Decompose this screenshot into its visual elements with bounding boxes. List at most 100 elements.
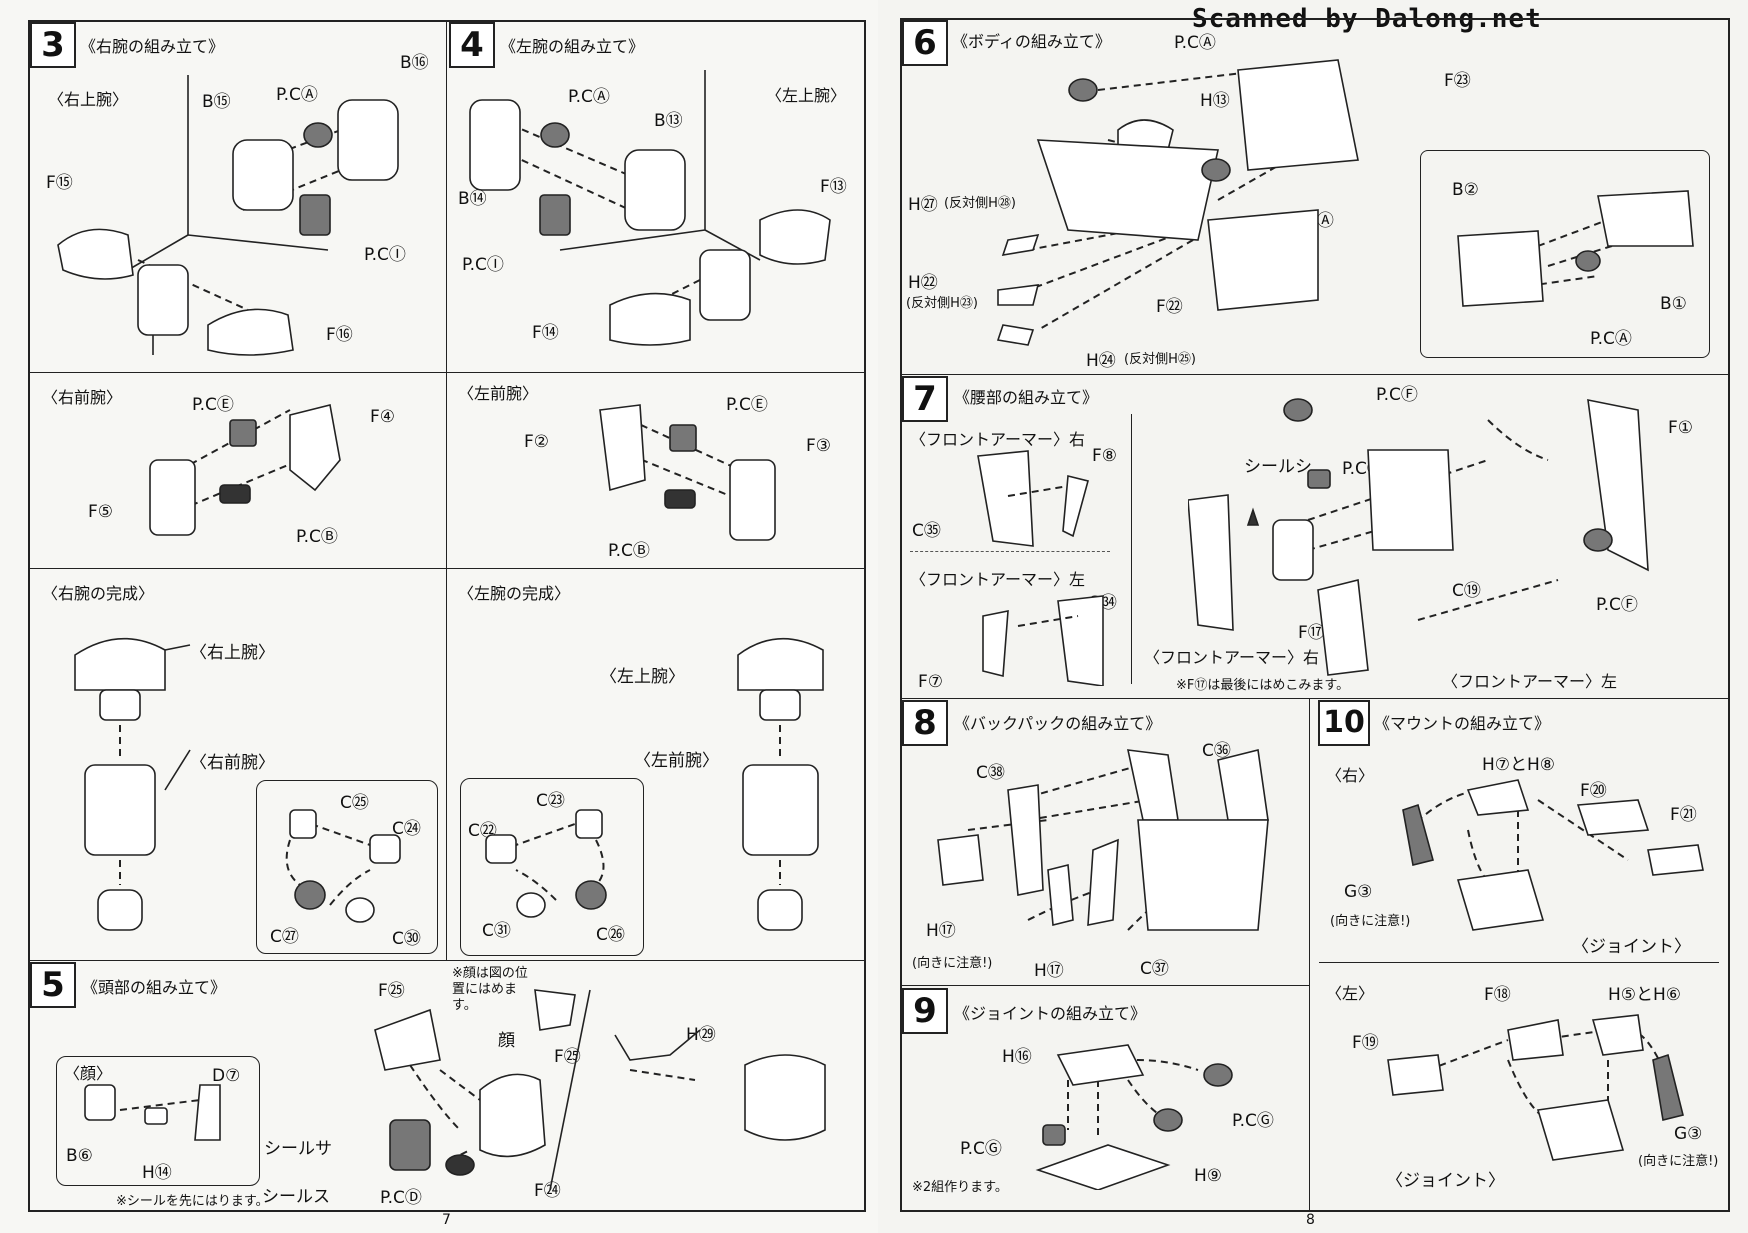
step3-forearm-title: 〈右前腕〉 xyxy=(42,388,123,407)
label-H5-H6: H⑤とH⑥ xyxy=(1608,985,1682,1005)
label-D7: D⑦ xyxy=(212,1066,241,1086)
label-orientation-caution-left: (向きに注意!) xyxy=(1638,1154,1719,1169)
label-F23: F㉓ xyxy=(1444,71,1471,91)
label-seal-sa: シールサ xyxy=(264,1139,332,1159)
step10-left-parts xyxy=(1387,1014,1684,1161)
label-seal-su: シールス xyxy=(262,1187,330,1207)
label-C25: C㉕ xyxy=(340,793,369,813)
front-armor-right-bottom: 〈フロントアーマー〉右 xyxy=(1144,648,1320,667)
label-H7-H8: H⑦とH⑧ xyxy=(1482,755,1556,775)
front-armor-right-title: 〈フロントアーマー〉右 xyxy=(910,430,1086,449)
label-seal-shi: シールシ xyxy=(1244,457,1312,477)
label-PCD: P.CⒹ xyxy=(380,1188,422,1208)
step6-body-illustration xyxy=(996,59,1359,346)
divider-step8-step9 xyxy=(900,985,1310,986)
label-joint-right: 〈ジョイント〉 xyxy=(1572,937,1691,957)
step3-hand-illustration xyxy=(285,809,401,923)
right-page: Scanned by Dalong.net 6 《ボディの組み立て》 P.CⒶ … xyxy=(878,0,1748,1233)
label-B13: B⑬ xyxy=(654,111,683,131)
label-C35: C㉟ xyxy=(912,521,941,541)
mount-right-title: 〈右〉 xyxy=(1326,766,1375,785)
label-C38: C㊳ xyxy=(976,763,1005,783)
label-PCG-right: P.CⒼ xyxy=(1232,1111,1274,1131)
note-face-position: ※顔は図の位置にはめます。 xyxy=(452,966,528,1013)
step4-complete-title: 〈左腕の完成〉 xyxy=(458,584,571,603)
label-C26: C㉖ xyxy=(596,925,625,945)
step4-forearm-illustration xyxy=(599,404,776,541)
step3-upper-arm-illustration xyxy=(57,75,399,356)
label-H23-opposite: (反対側H㉓) xyxy=(906,296,978,311)
label-PCE-left: P.CⒺ xyxy=(726,395,768,415)
label-F19: F⑲ xyxy=(1352,1033,1379,1053)
divider-step5 xyxy=(28,960,864,961)
step5-face-box xyxy=(56,1056,260,1186)
step10-number: 10 xyxy=(1318,700,1370,746)
label-right-upper-arm: 〈右上腕〉 xyxy=(190,643,275,663)
label-H17-b: H⑰ xyxy=(1034,961,1064,981)
label-H28-opposite: (反対側H㉘) xyxy=(944,196,1016,211)
step8-backpack-illustration xyxy=(937,749,1269,931)
label-F25-top: F㉕ xyxy=(378,981,405,1001)
label-H24: H㉔ xyxy=(1086,351,1116,371)
label-F24: F㉔ xyxy=(534,1181,561,1201)
label-C24: C㉔ xyxy=(392,819,421,839)
label-F5: F⑤ xyxy=(88,502,114,522)
label-B14: B⑭ xyxy=(458,189,487,209)
label-PCA: P.CⒶ xyxy=(276,85,318,105)
step8-title: 《バックパックの組み立て》 xyxy=(954,714,1162,733)
label-H16: H⑯ xyxy=(1002,1047,1032,1067)
label-F17: F⑰ xyxy=(1298,623,1325,643)
label-F20: F⑳ xyxy=(1580,781,1607,801)
step3-forearm-illustration xyxy=(149,404,341,536)
step10-right-parts xyxy=(1402,779,1704,931)
label-PCG-left: P.CⒼ xyxy=(960,1139,1002,1159)
label-F1: F① xyxy=(1668,418,1694,438)
label-F18: F⑱ xyxy=(1484,985,1511,1005)
note-make-two-sets: ※2組作ります。 xyxy=(912,1180,1008,1195)
label-orientation-caution-right: (向きに注意!) xyxy=(1330,914,1411,929)
step4-hand-illustration xyxy=(485,809,607,918)
step9-title: 《ジョイントの組み立て》 xyxy=(954,1004,1147,1023)
label-PCA-left: P.CⒶ xyxy=(568,87,610,107)
label-C19: C⑲ xyxy=(1452,581,1481,601)
right-page-frame xyxy=(900,18,1730,1212)
label-F21: F㉑ xyxy=(1670,805,1697,825)
label-H27: H㉗ xyxy=(908,195,938,215)
label-6-PCA-top: P.CⒶ xyxy=(1174,33,1216,53)
front-armor-divider xyxy=(910,551,1110,552)
step7-front-armor-illustration xyxy=(977,450,1104,686)
label-PCB-left: P.CⒷ xyxy=(608,541,650,561)
label-orientation-caution-8: (向きに注意!) xyxy=(912,956,993,971)
left-page-frame xyxy=(28,20,866,1212)
label-face: 顔 xyxy=(498,1031,515,1051)
front-armor-left-bottom: 〈フロントアーマー〉左 xyxy=(1442,672,1618,691)
divider-mount-right-left xyxy=(1319,962,1719,963)
note-F17-last: ※F⑰は最後にはめこみます。 xyxy=(1176,678,1350,693)
label-F3: F③ xyxy=(806,436,832,456)
label-H17-a: H⑰ xyxy=(926,921,956,941)
step6-number: 6 xyxy=(902,20,948,66)
label-H29: H㉙ xyxy=(686,1025,716,1045)
step9-number: 9 xyxy=(902,988,948,1034)
label-PCF-bottom: P.CⒻ xyxy=(1596,595,1638,615)
step8-number: 8 xyxy=(902,700,948,746)
left-page-number: 7 xyxy=(442,1212,451,1228)
label-F13: F⑬ xyxy=(820,177,847,197)
label-left-forearm: 〈左前腕〉 xyxy=(634,751,719,771)
divider-upperarm-forearm xyxy=(28,372,864,373)
label-C30: C㉚ xyxy=(392,929,421,949)
step7-title: 《腰部の組み立て》 xyxy=(954,388,1099,407)
step4-complete-illustration xyxy=(737,637,824,931)
step3-hand-box xyxy=(256,780,438,954)
step4-forearm-title: 〈左前腕〉 xyxy=(458,384,539,403)
label-PCB: P.CⒷ xyxy=(296,527,338,547)
label-H22: H㉒ xyxy=(908,273,938,293)
step9-joint-illustration xyxy=(1035,1044,1233,1190)
label-F22: F㉒ xyxy=(1156,297,1183,317)
step3-upper-arm-title: 〈右上腕〉 xyxy=(48,90,129,109)
label-PCI-left: P.CⒾ xyxy=(462,255,504,275)
step7-number: 7 xyxy=(902,376,948,422)
label-G3-right: G③ xyxy=(1344,882,1373,902)
label-H9: H⑨ xyxy=(1194,1166,1223,1186)
label-F4: F④ xyxy=(370,407,396,427)
